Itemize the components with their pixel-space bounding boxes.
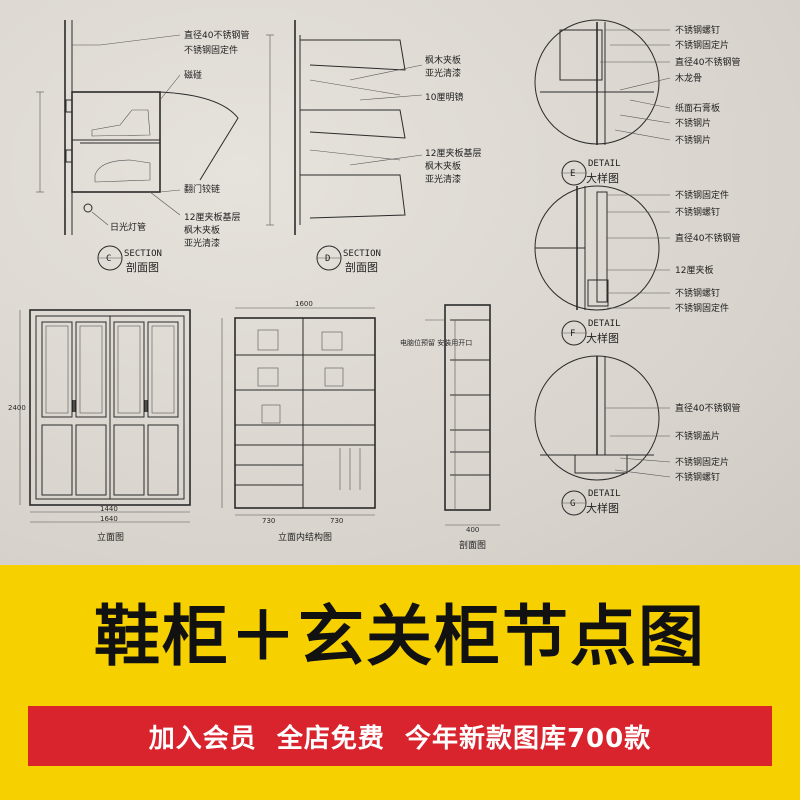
detail-g-word: DETAIL [588, 489, 621, 499]
detail-e-word: DETAIL [588, 159, 621, 169]
section-d-title: 剖面图 [345, 260, 378, 274]
section-d-word: SECTION [343, 249, 381, 259]
promo-bar[interactable]: 加入会员 全店免费 今年新款图库700款 [28, 706, 772, 766]
cad-drawing-area: 直径40不锈钢管 不锈钢固定件 磁碰 翻门铰链 日光灯管 12厘夹板基层 枫木夹… [0, 0, 800, 565]
section-d-label-3: 10厘明镜 [425, 91, 463, 103]
elevation-dim-2: 1640 [100, 515, 118, 523]
section-c-label-8: 亚光清漆 [184, 237, 220, 249]
section-d-label-5: 枫木夹板 [425, 160, 461, 172]
cad-drawings: 直径40不锈钢管 不锈钢固定件 磁碰 翻门铰链 日光灯管 12厘夹板基层 枫木夹… [8, 19, 740, 551]
detail-e-label-4: 木龙骨 [675, 72, 702, 84]
elevation-dim-3: 2400 [8, 404, 26, 412]
detail-g-label-3: 不锈钢固定片 [675, 456, 729, 468]
section-c-label-7: 枫木夹板 [184, 224, 220, 236]
section-d-label-4: 12厘夹板基层 [425, 147, 481, 159]
detail-e-label-1: 不锈钢螺钉 [675, 24, 720, 36]
detail-f-title: 大样图 [586, 331, 619, 345]
section-c-drawing [36, 20, 239, 271]
promo-text: 加入会员 全店免费 今年新款图库700款 [148, 723, 652, 754]
front-elevation-drawing [19, 309, 191, 523]
detail-e-label-5: 纸面石膏板 [675, 102, 720, 114]
section-c-label-3: 磁碰 [184, 69, 202, 81]
section-c-label-6: 12厘夹板基层 [184, 211, 240, 223]
interior-dim-2: 730 [262, 517, 275, 525]
detail-e-title: 大样图 [586, 171, 619, 185]
detail-g-title: 大样图 [586, 501, 619, 515]
detail-e-drawing [534, 19, 671, 186]
section-d-label-6: 亚光清漆 [425, 173, 461, 185]
detail-g-code: G [570, 499, 575, 509]
detail-f-label-1: 不锈钢固定件 [675, 189, 729, 201]
side-title: 剖面图 [459, 539, 486, 551]
detail-f-label-5: 不锈钢螺钉 [675, 287, 720, 299]
section-c-word: SECTION [124, 249, 162, 259]
side-note: 电脑位预留 安装用开口 [400, 338, 472, 347]
interior-dim-3: 730 [330, 517, 343, 525]
interior-elevation-drawing [221, 307, 376, 516]
detail-f-label-4: 12厘夹板 [675, 264, 713, 276]
detail-f-label-3: 直径40不锈钢管 [675, 232, 740, 244]
detail-f-word: DETAIL [588, 319, 621, 329]
side-dim-1: 400 [466, 526, 479, 534]
detail-e-label-6: 不锈钢片 [675, 117, 711, 129]
section-c-title: 剖面图 [126, 260, 159, 274]
detail-e-label-2: 不锈钢固定片 [675, 39, 729, 51]
detail-e-label-3: 直径40不锈钢管 [675, 56, 740, 68]
interior-title: 立面内结构图 [278, 531, 332, 543]
detail-g-label-2: 不锈钢盖片 [675, 430, 720, 442]
section-d-drawing [266, 20, 423, 271]
section-d-code: D [325, 254, 330, 264]
detail-e-label-7: 不锈钢片 [675, 134, 711, 146]
detail-f-drawing [534, 185, 670, 346]
section-c-label-4: 翻门铰链 [184, 183, 220, 195]
section-c-code: C [106, 254, 111, 264]
detail-g-label-4: 不锈钢螺钉 [675, 471, 720, 483]
detail-f-code: F [570, 329, 575, 339]
elevation-dim-1: 1440 [100, 505, 118, 513]
elevation-title: 立面图 [97, 531, 124, 543]
section-c-label-1: 直径40不锈钢管 [184, 29, 249, 41]
section-c-label-5: 日光灯管 [110, 221, 146, 233]
section-c-label-2: 不锈钢固定件 [184, 44, 238, 56]
banner-title: 鞋柜＋玄关柜节点图 [94, 598, 706, 675]
section-d-label-2: 亚光清漆 [425, 67, 461, 79]
detail-f-label-6: 不锈钢固定件 [675, 302, 729, 314]
side-section-drawing [425, 304, 500, 526]
detail-f-label-2: 不锈钢螺钉 [675, 206, 720, 218]
detail-e-code: E [570, 169, 575, 179]
detail-g-label-1: 直径40不锈钢管 [675, 402, 740, 414]
interior-dim-1: 1600 [295, 300, 313, 308]
detail-g-drawing [534, 355, 671, 516]
section-d-label-1: 枫木夹板 [425, 54, 461, 66]
